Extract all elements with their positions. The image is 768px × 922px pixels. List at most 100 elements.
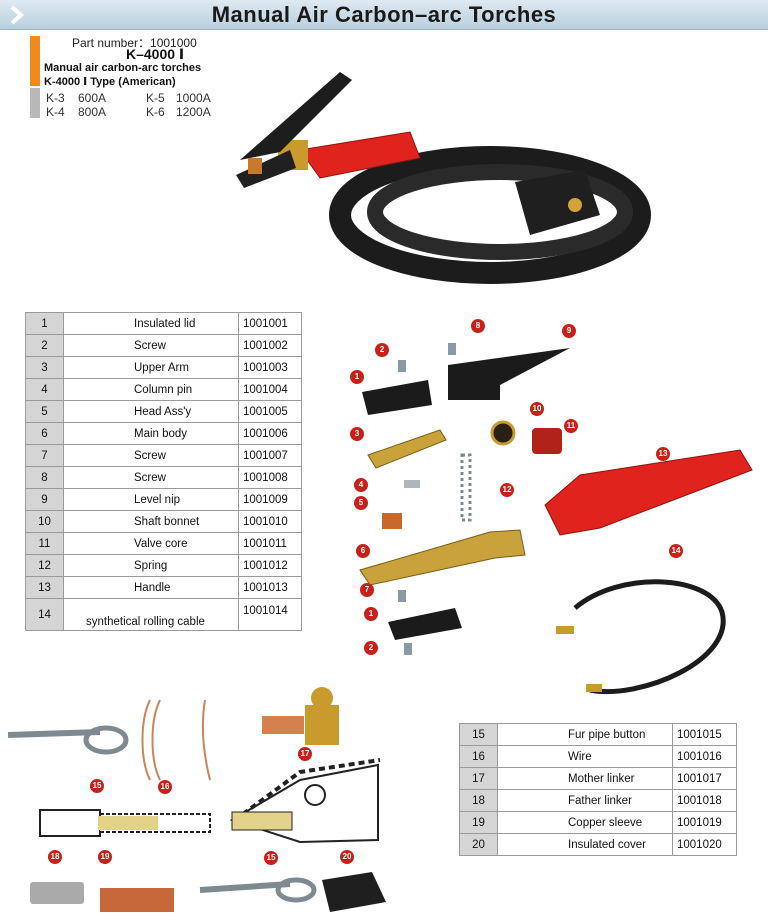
spec-model: K-6 <box>146 105 165 119</box>
part-code: 1001013 <box>238 576 302 599</box>
part-name: Spring <box>63 554 239 577</box>
part-code: 1001005 <box>238 400 302 423</box>
part-code: 1001002 <box>238 334 302 357</box>
part-no: 16 <box>459 745 498 768</box>
part-name: Screw <box>63 444 239 467</box>
part-code: 1001008 <box>238 466 302 489</box>
part-name: Fur pipe button <box>497 723 673 746</box>
part-no: 11 <box>25 532 64 555</box>
part-code: 1001017 <box>672 767 737 790</box>
part-code: 1001016 <box>672 745 737 768</box>
part-name: Mother linker <box>497 767 673 790</box>
part-no: 18 <box>459 789 498 812</box>
part-name: Father linker <box>497 789 673 812</box>
part-code: 1001011 <box>238 532 302 555</box>
part-no: 1 <box>25 312 64 335</box>
part-no: 7 <box>25 444 64 467</box>
callout-marker: 18 <box>48 850 62 864</box>
part-code: 1001014 <box>238 598 302 631</box>
part-no: 2 <box>25 334 64 357</box>
part-no: 8 <box>25 466 64 489</box>
spec-amps: 1000A <box>176 91 211 105</box>
spec-model: K-5 <box>146 91 165 105</box>
callout-marker: 4 <box>354 478 368 492</box>
spec-model: K-3 <box>46 91 65 105</box>
callout-marker: 19 <box>98 850 112 864</box>
callout-marker: 13 <box>656 447 670 461</box>
part-code: 1001015 <box>672 723 737 746</box>
callout-marker: 8 <box>471 319 485 333</box>
part-no: 19 <box>459 811 498 834</box>
callout-marker: 15 <box>264 851 278 865</box>
part-code: 1001012 <box>238 554 302 577</box>
description-line-2: K-4000 Ⅰ Type (American) <box>44 76 176 88</box>
part-name: Main body <box>63 422 239 445</box>
callout-marker: 14 <box>669 544 683 558</box>
callout-marker: 15 <box>90 779 104 793</box>
spec-amps: 1200A <box>176 105 211 119</box>
description-line-1: Manual air carbon-arc torches <box>44 62 202 74</box>
callout-marker: 7 <box>360 583 374 597</box>
part-no: 4 <box>25 378 64 401</box>
part-code: 1001010 <box>238 510 302 533</box>
spec-amps: 600A <box>78 91 107 105</box>
callout-marker: 12 <box>500 483 514 497</box>
part-name: Screw <box>63 334 239 357</box>
accent-bar <box>30 36 40 86</box>
part-name: Shaft bonnet <box>63 510 239 533</box>
torch-photo <box>236 72 651 284</box>
callout-marker: 11 <box>564 419 578 433</box>
callout-marker: 2 <box>375 343 389 357</box>
part-code: 1001001 <box>238 312 302 335</box>
part-no: 10 <box>25 510 64 533</box>
callout-marker: 10 <box>530 402 544 416</box>
title-banner: Manual Air Carbon–arc Torches <box>0 0 768 30</box>
part-no: 9 <box>25 488 64 511</box>
part-name: synthetical rolling cable <box>63 598 239 631</box>
callout-marker: 16 <box>158 780 172 794</box>
part-name: Head Ass'y <box>63 400 239 423</box>
part-number: Part number：1001000 <box>72 36 197 50</box>
callout-marker: 3 <box>350 427 364 441</box>
callout-marker: 5 <box>354 496 368 510</box>
part-code: 1001003 <box>238 356 302 379</box>
part-name: Screw <box>63 466 239 489</box>
part-no: 14 <box>25 598 64 631</box>
part-code: 1001009 <box>238 488 302 511</box>
part-no: 15 <box>459 723 498 746</box>
model-name: K–4000 Ⅰ <box>126 46 185 62</box>
callout-marker: 9 <box>562 324 576 338</box>
page-title: Manual Air Carbon–arc Torches <box>211 2 557 27</box>
part-code: 1001020 <box>672 833 737 856</box>
part-no: 5 <box>25 400 64 423</box>
part-name: Valve core <box>63 532 239 555</box>
spec-amps: 800A <box>78 105 107 119</box>
callout-marker: 1 <box>364 607 378 621</box>
part-name: Upper Arm <box>63 356 239 379</box>
exploded-view <box>359 343 753 694</box>
part-name: Column pin <box>63 378 239 401</box>
part-name: Handle <box>63 576 239 599</box>
part-name: Wire <box>497 745 673 768</box>
connector-diagram <box>7 687 386 912</box>
part-no: 3 <box>25 356 64 379</box>
part-code: 1001006 <box>238 422 302 445</box>
callout-marker: 17 <box>298 747 312 761</box>
